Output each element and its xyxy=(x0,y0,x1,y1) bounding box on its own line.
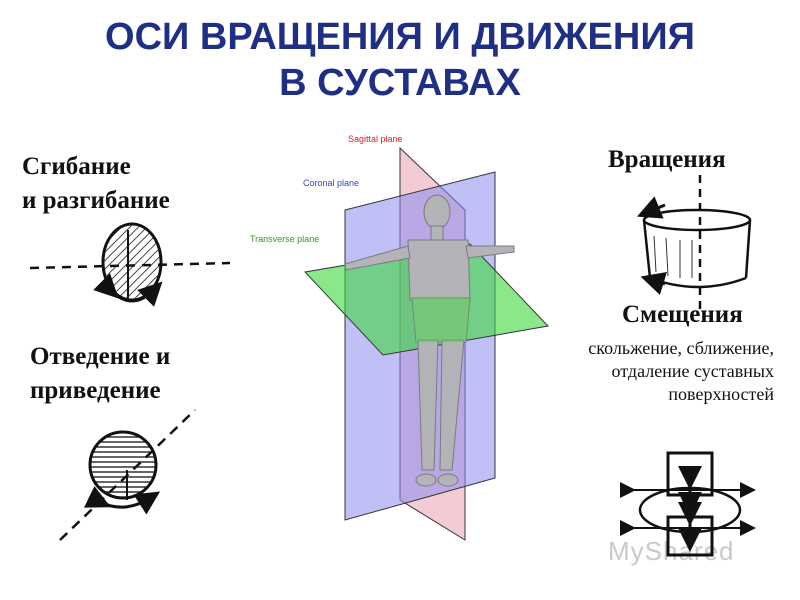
body-planes-illustration xyxy=(303,146,550,541)
displacement-description: скольжение, сближение, отдаление суставн… xyxy=(514,337,774,406)
rotation-icon xyxy=(636,175,752,310)
rotation-label: Вращения xyxy=(608,146,726,173)
abduction-label-line-1: Отведение и xyxy=(30,343,171,370)
displacement-desc-line-1: скольжение, сближение, xyxy=(588,338,774,358)
page-title: ОСИ ВРАЩЕНИЯ И ДВИЖЕНИЯ В СУСТАВАХ xyxy=(0,14,800,106)
flexion-label-line-1: Сгибание xyxy=(22,153,131,180)
displacement-icon xyxy=(620,451,756,557)
displacement-desc-line-2: отдаление суставных xyxy=(611,361,774,381)
transverse-plane-label: Transverse plane xyxy=(250,234,320,244)
title-line-1: ОСИ ВРАЩЕНИЯ И ДВИЖЕНИЯ xyxy=(105,16,695,58)
abduction-label-line-2: приведение xyxy=(30,377,161,404)
displacement-label: Смещения xyxy=(622,301,743,328)
abduction-label: Отведение и приведение xyxy=(30,340,170,408)
title-line-2: В СУСТАВАХ xyxy=(279,62,521,104)
coronal-plane-label: Coronal plane xyxy=(303,178,360,188)
displacement-desc-line-3: поверхностей xyxy=(668,384,774,404)
flexion-icon xyxy=(29,222,231,307)
flexion-label: Сгибание и разгибание xyxy=(22,150,170,218)
sagittal-plane-label: Sagittal plane xyxy=(348,134,403,144)
abduction-icon xyxy=(59,409,196,541)
flexion-label-line-2: и разгибание xyxy=(22,187,170,214)
